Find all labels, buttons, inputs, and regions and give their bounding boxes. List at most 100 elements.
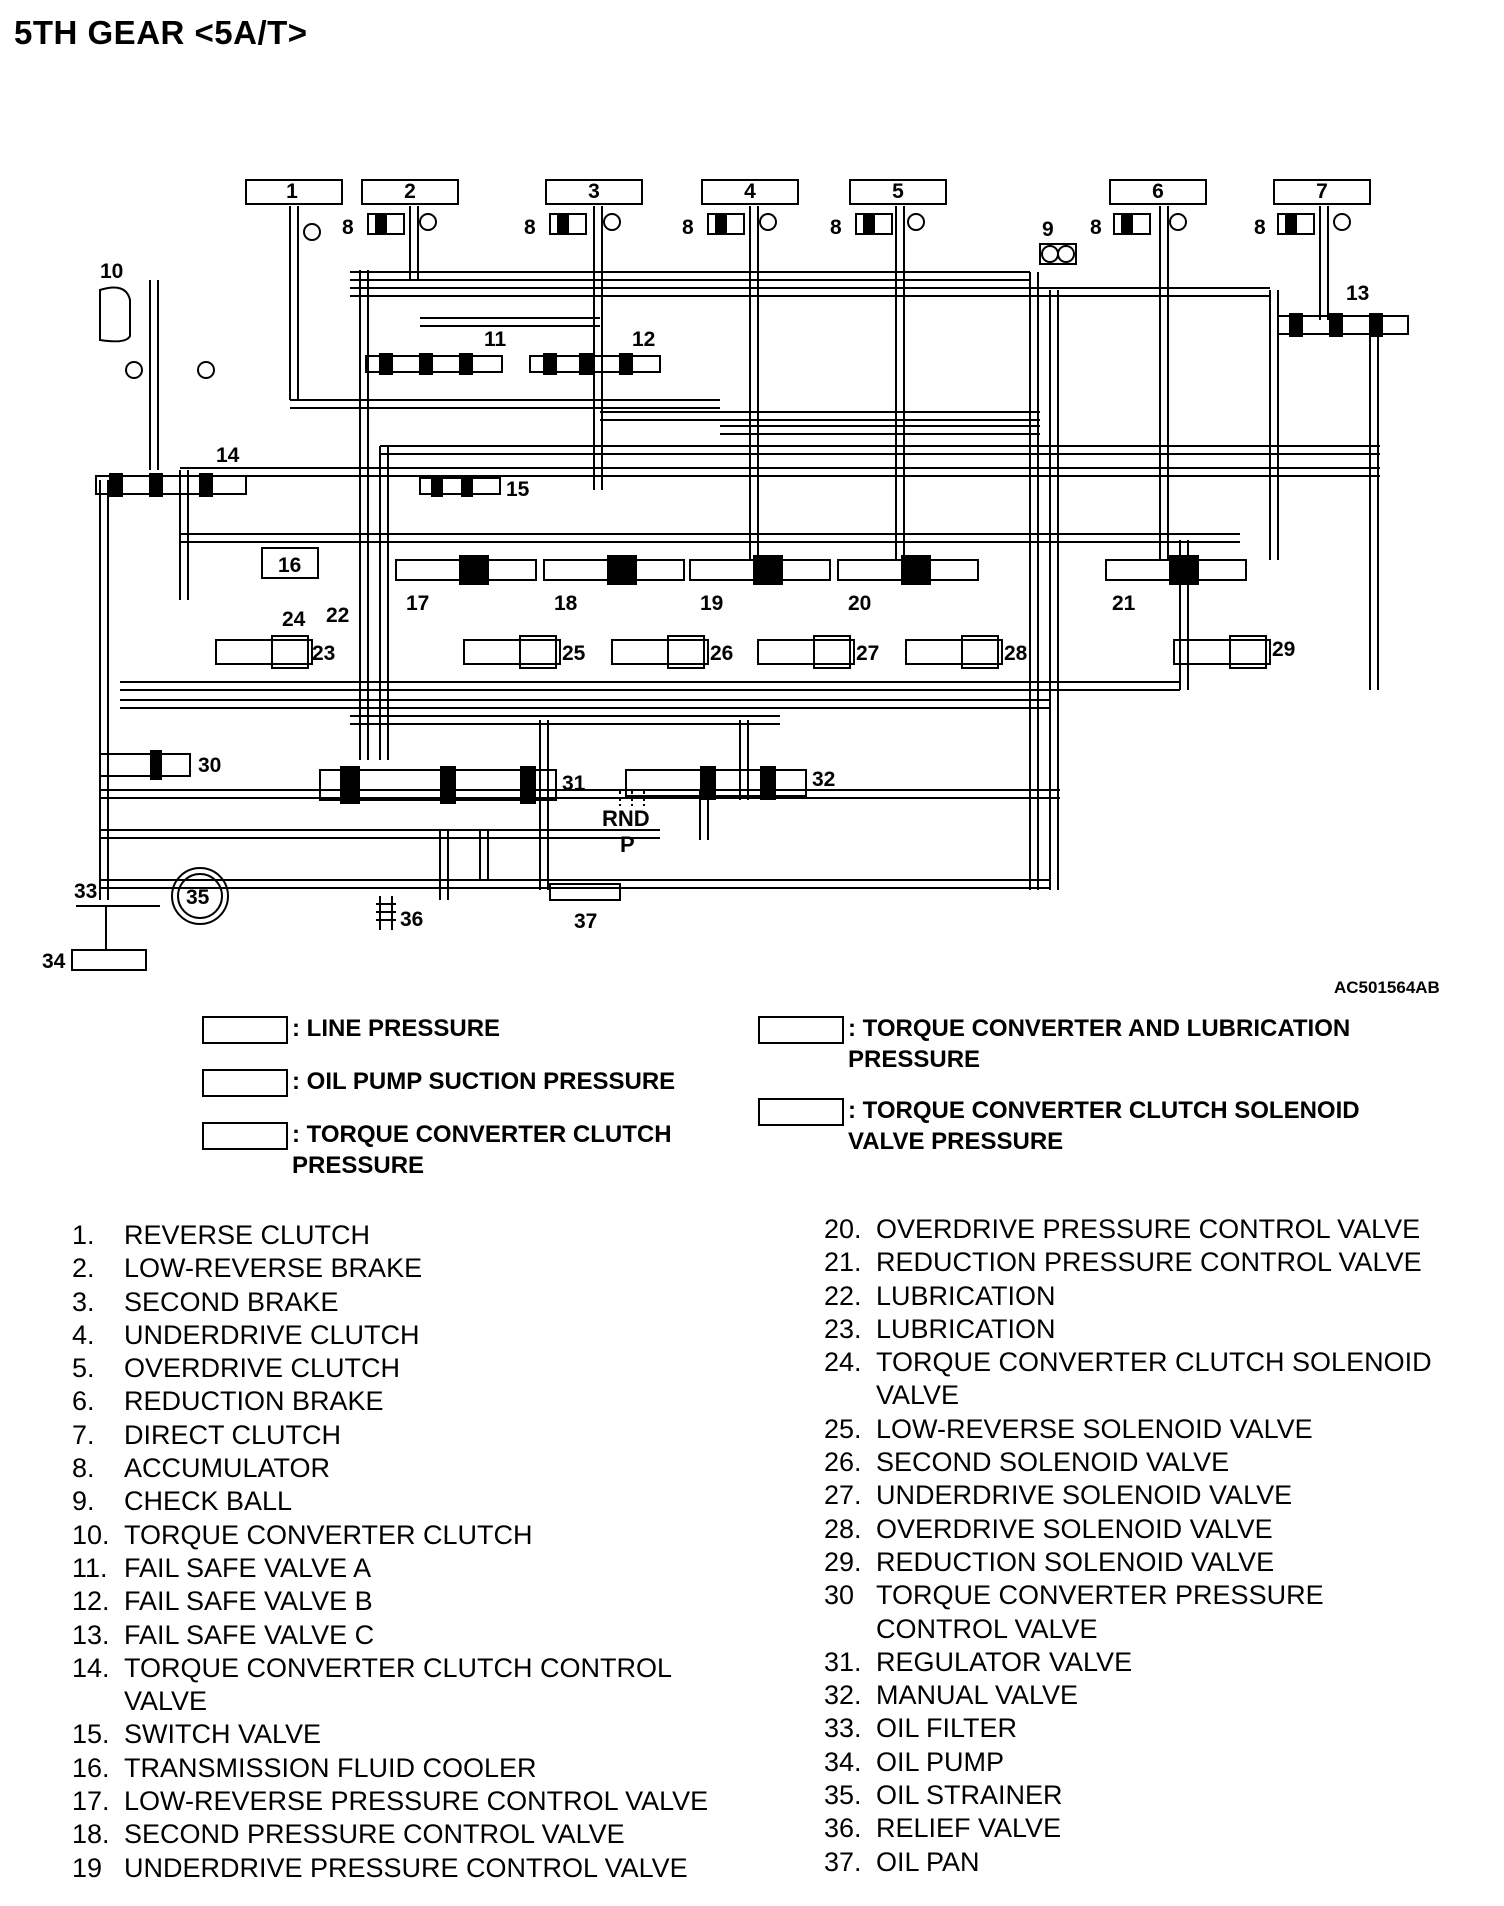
oil-pan-icon [549, 883, 621, 901]
fail-safe-valve-a-label: 11 [484, 328, 507, 351]
regulator-valve-icon [319, 769, 557, 801]
box-label: 4 [744, 180, 756, 203]
fluid-passages [99, 206, 1380, 907]
overdrive-solenoid-label: 28 [1004, 642, 1028, 665]
list-item: 3.SECOND BRAKE [72, 1286, 339, 1317]
legend-swatch-lube [758, 1016, 844, 1044]
box-label: 6 [1152, 180, 1164, 203]
second-solenoid-label: 26 [710, 642, 733, 665]
box-label: 1 [286, 180, 298, 203]
legend-swatch-tcc-solenoid [758, 1098, 844, 1126]
list-item: 2.LOW-REVERSE BRAKE [72, 1253, 423, 1284]
legend-swatch-line [202, 1016, 288, 1044]
list-item: 6.REDUCTION BRAKE [72, 1386, 384, 1417]
underdrive-solenoid-label: 27 [856, 642, 879, 665]
box-label: 7 [1316, 180, 1328, 203]
relief-valve-label: 36 [400, 908, 423, 931]
fluid-cooler-label: 16 [278, 554, 301, 577]
oil-pan-label: 37 [574, 910, 597, 933]
box-underdrive-clutch [701, 179, 799, 205]
fail-safe-valve-a-icon [365, 355, 503, 373]
box-second-brake [545, 179, 643, 205]
clutch-brake-boxes [245, 179, 1371, 205]
box-label: 3 [588, 180, 600, 203]
legend-label-tcc-solenoid: : TORQUE CONVERTER CLUTCH SOLENOID VALVE… [848, 1097, 1360, 1155]
oil-strainer-label: 35 [186, 886, 210, 909]
list-item: 37.OIL PAN [824, 1846, 980, 1877]
manual-valve-label: 32 [812, 768, 835, 791]
overdrive-pcv-label: 20 [848, 592, 871, 615]
orifice-icons [125, 213, 1351, 379]
list-item: 28.OVERDRIVE SOLENOID VALVE [824, 1513, 1273, 1544]
list-item: 7.DIRECT CLUTCH [72, 1419, 342, 1450]
tc-pcv-label: 30 [198, 754, 221, 777]
list-item: 29.REDUCTION SOLENOID VALVE [824, 1546, 1275, 1577]
tcc-control-valve-icon [95, 475, 247, 495]
list-item: 12.FAIL SAFE VALVE B [72, 1586, 373, 1617]
oil-filter-label: 33 [74, 880, 97, 903]
underdrive-pcv-label: 19 [700, 592, 723, 615]
list-item: 32.MANUAL VALVE [824, 1680, 1079, 1711]
oil-strainer-icon [171, 867, 229, 925]
reduction-solenoid-label: 29 [1272, 638, 1295, 661]
list-item: 25.LOW-REVERSE SOLENOID VALVE [824, 1413, 1313, 1444]
list-item: 33.OIL FILTER [824, 1713, 1018, 1744]
torque-converter-clutch-icon [99, 286, 131, 343]
tcc-control-valve-label: 14 [216, 444, 240, 467]
list-item: 31.REGULATOR VALVE [824, 1646, 1133, 1677]
solenoid-valves [215, 635, 1271, 669]
legend-swatch-tcc [202, 1122, 288, 1150]
list-item: 23.LUBRICATION [824, 1313, 1056, 1344]
box-reverse-clutch [245, 179, 343, 205]
list-item: 15.SWITCH VALVE [72, 1719, 322, 1750]
fail-safe-valve-b-label: 12 [632, 328, 655, 351]
legend-label-lube: : TORQUE CONVERTER AND LUBRICATION PRESS… [848, 1015, 1351, 1073]
lubrication-23-label: 23 [312, 642, 335, 665]
box-label: 2 [404, 180, 416, 203]
legend-label-line: : LINE PRESSURE [292, 1015, 501, 1042]
list-item: 8.ACCUMULATOR [72, 1453, 331, 1484]
oil-pump-icon [71, 949, 147, 971]
list-item: 21.REDUCTION PRESSURE CONTROL VALVE [824, 1247, 1422, 1278]
low-reverse-solenoid-label: 25 [562, 642, 586, 665]
legend-label-tcc: : TORQUE CONVERTER CLUTCH PRESSURE [292, 1121, 672, 1179]
regulator-valve-label: 31 [562, 772, 586, 795]
list-item: 10.TORQUE CONVERTER CLUTCH [72, 1519, 533, 1550]
check-ball-icon [1039, 243, 1077, 265]
oil-pump-label: 34 [42, 950, 66, 973]
list-item: 5.OVERDRIVE CLUTCH [72, 1353, 401, 1384]
accumulator-label: 8 [524, 216, 536, 239]
switch-valve-label: 15 [506, 478, 530, 501]
fluid-cooler-icon [261, 547, 319, 579]
accumulator-label: 8 [682, 216, 694, 239]
list-item: 18.SECOND PRESSURE CONTROL VALVE [72, 1819, 625, 1850]
box-label: 5 [892, 180, 904, 203]
list-item: 20.OVERDRIVE PRESSURE CONTROL VALVE [824, 1214, 1421, 1244]
fail-safe-valve-c-label: 13 [1346, 282, 1369, 305]
lubrication-22-label: 22 [326, 604, 349, 627]
relief-valve-icon [376, 896, 396, 930]
list-item: 11.FAIL SAFE VALVE A [72, 1552, 372, 1583]
accumulators [367, 213, 1315, 235]
legend-swatch-suction [202, 1069, 288, 1097]
list-item: 16.TRANSMISSION FLUID COOLER [72, 1752, 537, 1783]
component-list-right: 20.OVERDRIVE PRESSURE CONTROL VALVE 21.R… [824, 1213, 1484, 1879]
spool-valves [95, 313, 1409, 497]
list-item: 1.REVERSE CLUTCH [72, 1220, 371, 1250]
list-item: 35.OIL STRAINER [824, 1780, 1063, 1811]
torque-converter-clutch-label: 10 [100, 260, 123, 283]
oil-filter-icon [76, 905, 138, 950]
accumulator-label: 8 [1090, 216, 1102, 239]
list-item: 22.LUBRICATION [824, 1280, 1056, 1311]
box-reduction-brake [1109, 179, 1207, 205]
list-item: 24.TORQUE CONVERTER CLUTCH SOLENOID VALV… [824, 1347, 1432, 1411]
tc-pressure-control-valve-icon [99, 753, 191, 777]
list-item: 13.FAIL SAFE VALVE C [72, 1619, 375, 1650]
box-low-reverse-brake [361, 179, 459, 205]
accumulator-label: 8 [830, 216, 842, 239]
list-item: 9.CHECK BALL [72, 1486, 293, 1517]
box-direct-clutch [1273, 179, 1371, 205]
list-item: 27.UNDERDRIVE SOLENOID VALVE [824, 1480, 1293, 1511]
